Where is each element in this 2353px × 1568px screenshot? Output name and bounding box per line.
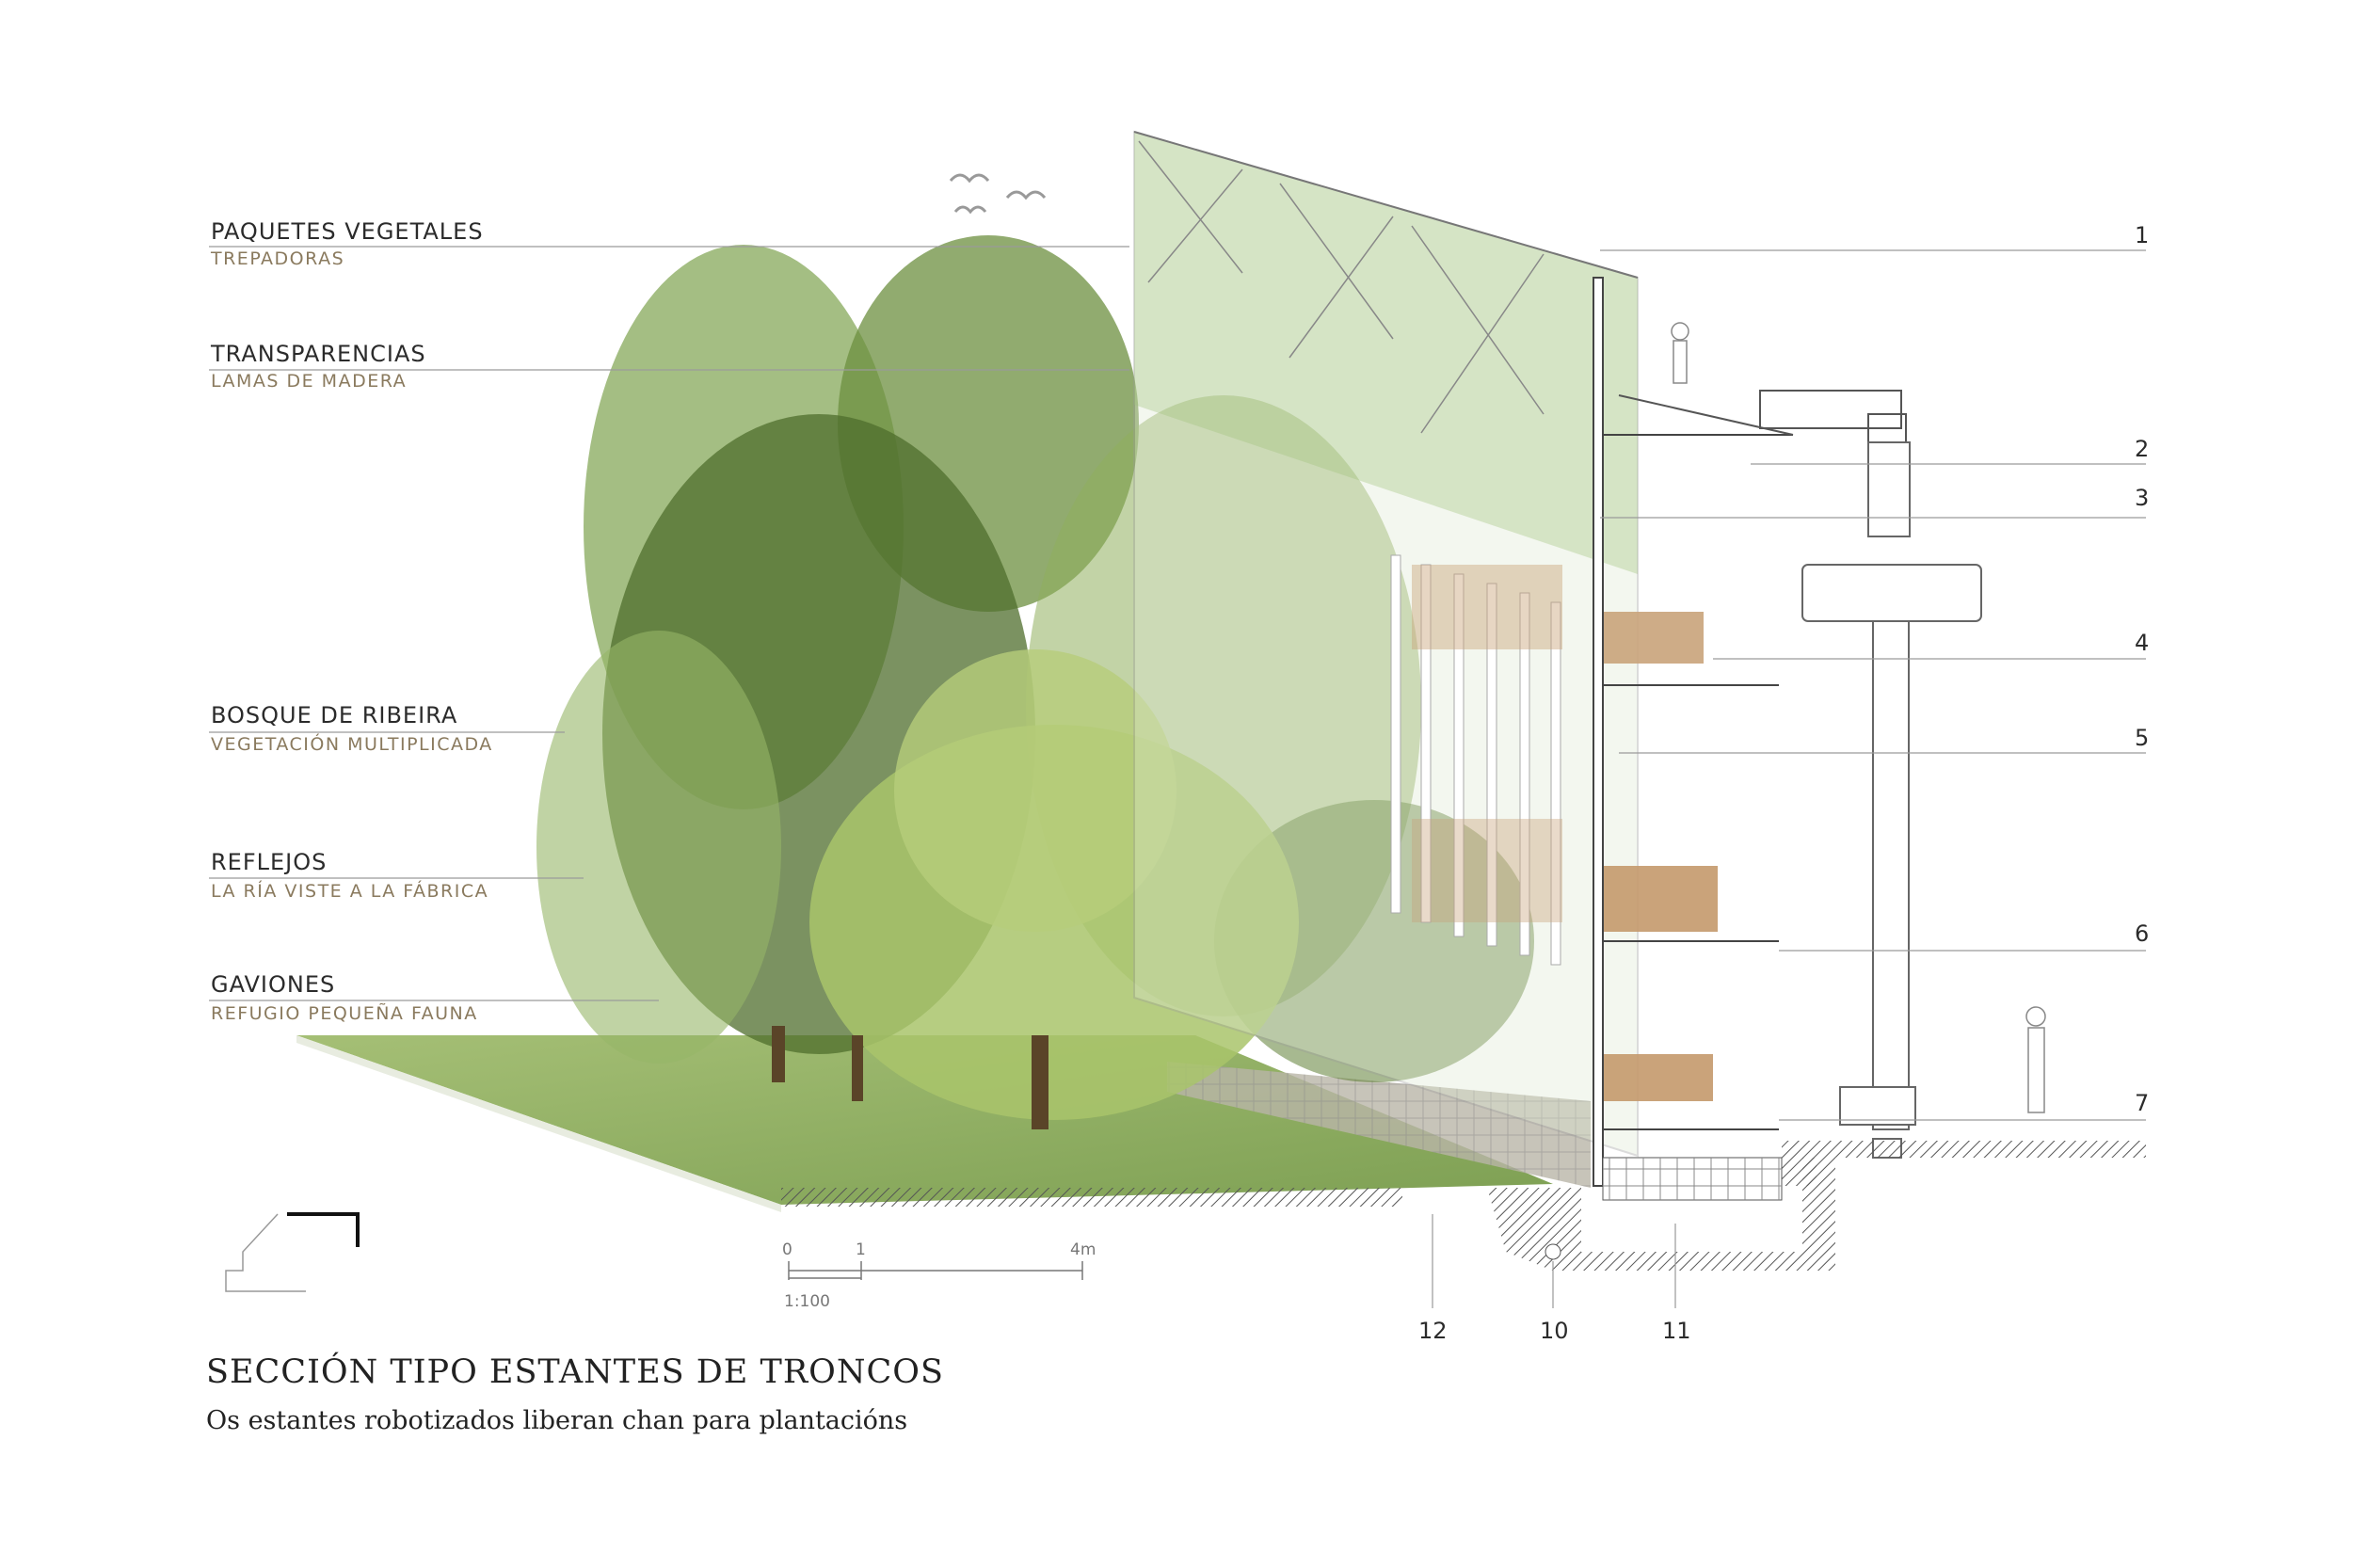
callout-11: 11	[1662, 1318, 1691, 1344]
scale-zero: 0	[782, 1240, 792, 1259]
grass-edge	[296, 1035, 781, 1212]
callout-2: 2	[2135, 436, 2150, 462]
shelves	[1603, 434, 1793, 1130]
callout-12: 12	[1418, 1318, 1448, 1344]
callout-7: 7	[2135, 1090, 2150, 1116]
callout-10: 10	[1540, 1318, 1569, 1344]
log-stacks	[1412, 565, 1718, 1101]
label-gaviones-sub: REFUGIO PEQUEÑA FAUNA	[211, 1003, 478, 1024]
foundation	[781, 1141, 2146, 1271]
wall-section	[1593, 277, 1604, 1187]
birds	[949, 173, 1047, 215]
label-gaviones-title: GAVIONES	[211, 971, 336, 998]
scale-ratio: 1:100	[784, 1292, 830, 1311]
riparian-forest	[536, 235, 1534, 1129]
scale-bar	[788, 1261, 1083, 1280]
label-reflejos-title: REFLEJOS	[211, 849, 328, 875]
label-transparencias-sub: LAMAS DE MADERA	[211, 371, 408, 392]
leader-lines-left	[209, 246, 1129, 1001]
drawing-subtitle: Os estantes robotizados liberan chan par…	[206, 1406, 908, 1435]
key-plan	[225, 1212, 360, 1292]
callout-4: 4	[2135, 630, 2150, 656]
people-silhouettes	[1671, 322, 2046, 1113]
label-bosque-sub: VEGETACIÓN MULTIPLICADA	[211, 734, 493, 755]
callout-5: 5	[2135, 725, 2150, 751]
robot-column	[1801, 441, 1982, 1159]
roof-detail	[1618, 390, 1907, 443]
scale-one: 1	[856, 1240, 866, 1259]
callout-1: 1	[2135, 222, 2150, 248]
facade-plane	[1133, 130, 1639, 1158]
label-paquetes-sub: TREPADORAS	[211, 248, 345, 269]
label-transparencias-title: TRANSPARENCIAS	[211, 341, 426, 367]
leader-lines-right	[1432, 249, 2146, 1308]
callout-3: 3	[2135, 485, 2150, 511]
callout-6: 6	[2135, 920, 2150, 947]
label-paquetes-title: PAQUETES VEGETALES	[211, 218, 484, 245]
label-bosque-title: BOSQUE DE RIBEIRA	[211, 702, 458, 728]
drawing-title: SECCIÓN TIPO ESTANTES DE TRONCOS	[206, 1353, 944, 1391]
scale-four: 4m	[1070, 1240, 1096, 1259]
label-reflejos-sub: LA RÍA VISTE A LA FÁBRICA	[211, 881, 489, 902]
